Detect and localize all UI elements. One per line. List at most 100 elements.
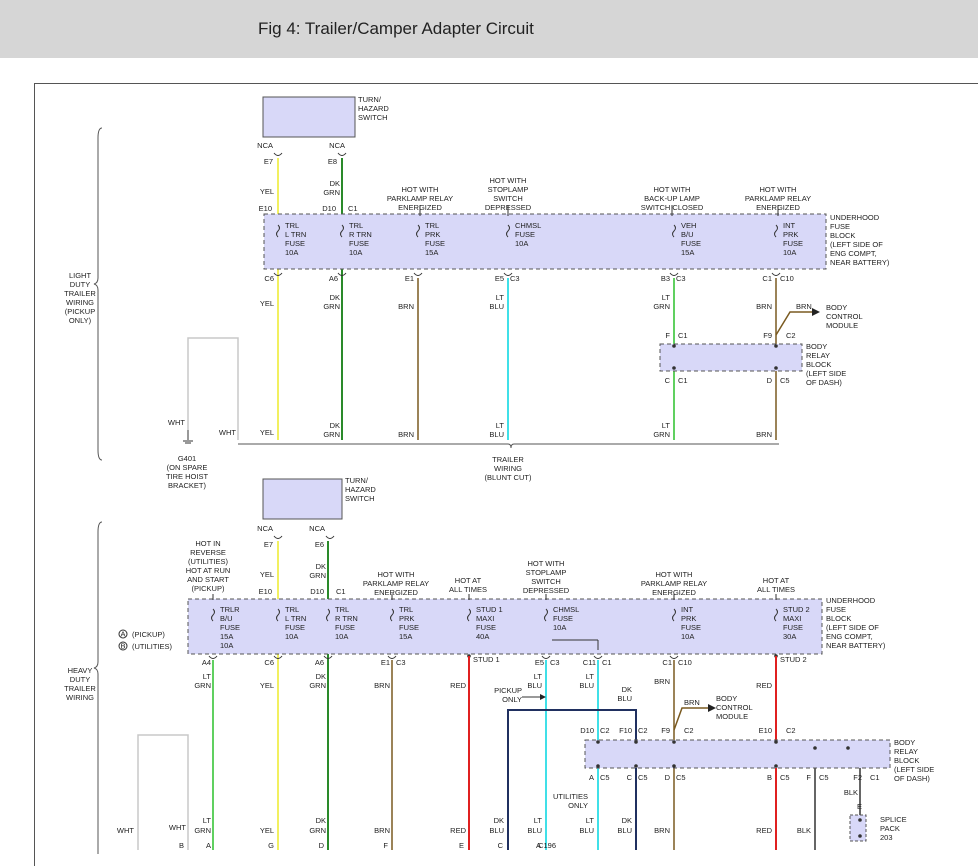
fuse-label: 10A	[349, 248, 362, 257]
fuse-block-label: (LEFT SIDE OF	[830, 240, 883, 249]
wire-label: RED	[450, 681, 466, 690]
connector-label: E6	[315, 540, 324, 549]
fuse-block-label: NEAR BATTERY)	[826, 641, 886, 650]
wire-label: BLU	[617, 694, 632, 703]
pin-label: F	[383, 841, 388, 850]
section-label: WIRING	[66, 693, 94, 702]
connector-label: C2	[786, 331, 796, 340]
wire-label: DK	[316, 562, 326, 571]
wire-label: LT	[496, 421, 505, 430]
switch-label: TURN/	[358, 95, 382, 104]
connector-label: C3	[510, 274, 520, 283]
arrow-icon	[812, 308, 820, 316]
turn-hazard-switch-bottom	[262, 478, 343, 520]
fuse-label: TRLR	[220, 605, 240, 614]
connector-label: E1	[405, 274, 414, 283]
wire-label: LT	[662, 421, 671, 430]
hot-label: HOT WITH	[760, 185, 797, 194]
fuse-symbol	[276, 608, 280, 622]
section-label: DUTY	[70, 675, 90, 684]
fuse-label: TRL	[335, 605, 349, 614]
fuse-label: CHMSL	[515, 221, 541, 230]
wire-dk-blu	[507, 709, 637, 850]
fuse-symbol	[672, 608, 676, 622]
relay-block-label: (LEFT SIDE	[806, 369, 846, 378]
connector-symbol	[323, 655, 333, 659]
wire-label: GRN	[194, 681, 211, 690]
fuse-label: 10A	[285, 248, 298, 257]
note-label: UTILITIES	[553, 792, 588, 801]
junction-dot	[774, 344, 778, 348]
body-relay-block-bottom	[584, 739, 891, 769]
connector-label: NCA	[257, 141, 273, 150]
trailer-label: WIRING	[494, 464, 522, 473]
wire-label: DK	[330, 179, 340, 188]
fuse-label: FUSE	[399, 623, 419, 632]
relay-block-label: OF DASH)	[894, 774, 930, 783]
pin-label: A	[206, 841, 211, 850]
connector-label: E5	[495, 274, 504, 283]
trailer-label: TRAILER	[492, 455, 524, 464]
wire-wht	[137, 734, 189, 850]
body-relay-block-top	[659, 343, 803, 372]
connector-label: C1	[336, 587, 346, 596]
module-label: MODULE	[826, 321, 858, 330]
wire-label: YEL	[260, 681, 274, 690]
connector-label: D	[767, 376, 773, 385]
section-label: TRAILER	[64, 289, 96, 298]
fuse-block-label: UNDERHOOD	[830, 213, 880, 222]
wire-label: BLU	[579, 681, 594, 690]
wire-label: BLU	[527, 681, 542, 690]
wire-label: DK	[622, 816, 632, 825]
connector-label: E10	[259, 587, 272, 596]
connector-label: E10	[759, 726, 772, 735]
wire-label: BRN	[654, 677, 670, 686]
switch-label: HAZARD	[358, 104, 389, 113]
connector-symbol	[208, 655, 218, 659]
connector-label: A6	[329, 274, 338, 283]
connector-label: E10	[259, 204, 272, 213]
wire-label: GRN	[323, 302, 340, 311]
wire-label: BRN	[796, 302, 812, 311]
connector-symbol	[669, 655, 679, 659]
wire-label: BRN	[654, 826, 670, 835]
connector-label: C1	[348, 204, 358, 213]
hot-label: HOT AT	[455, 576, 482, 585]
fuse-label: MAXI	[783, 614, 801, 623]
connector-label: C3	[676, 274, 686, 283]
fuse-block-label: BLOCK	[826, 614, 851, 623]
wire-brn	[673, 707, 708, 731]
wire-label: DK	[622, 685, 632, 694]
connector-label: E5	[535, 658, 544, 667]
fuse-label: PRK	[681, 614, 696, 623]
wire-label: RED	[450, 826, 466, 835]
fuse-label: FUSE	[220, 623, 240, 632]
wire-label: WHT	[117, 826, 134, 835]
fuse-symbol	[416, 224, 420, 238]
connector-label: E1	[381, 658, 390, 667]
fuse-label: TRL	[349, 221, 363, 230]
fuse-label: VEH	[681, 221, 696, 230]
module-label: CONTROL	[826, 312, 863, 321]
wire-label: BLU	[527, 826, 542, 835]
connector-label: F9	[763, 331, 772, 340]
wire-label: WHT	[169, 823, 186, 832]
wire-label: BRN	[756, 430, 772, 439]
wire-label: BLK	[797, 826, 811, 835]
junction-dot	[846, 746, 850, 750]
connector-label: A4	[202, 658, 211, 667]
connector-symbol	[273, 535, 283, 539]
connector-label: STUD 1	[473, 655, 500, 664]
hot-label: AND START	[187, 575, 229, 584]
connector-label: C11	[583, 658, 596, 667]
hot-label: DEPRESSED	[523, 586, 570, 595]
fuse-label: 10A	[515, 239, 528, 248]
connector-symbol	[273, 272, 283, 276]
wire-label: DK	[316, 816, 326, 825]
junction-dot	[672, 366, 676, 370]
note-label: ONLY	[502, 695, 522, 704]
junction-dot	[774, 740, 778, 744]
connector-label: D	[665, 773, 671, 782]
junction-dot	[858, 818, 862, 822]
